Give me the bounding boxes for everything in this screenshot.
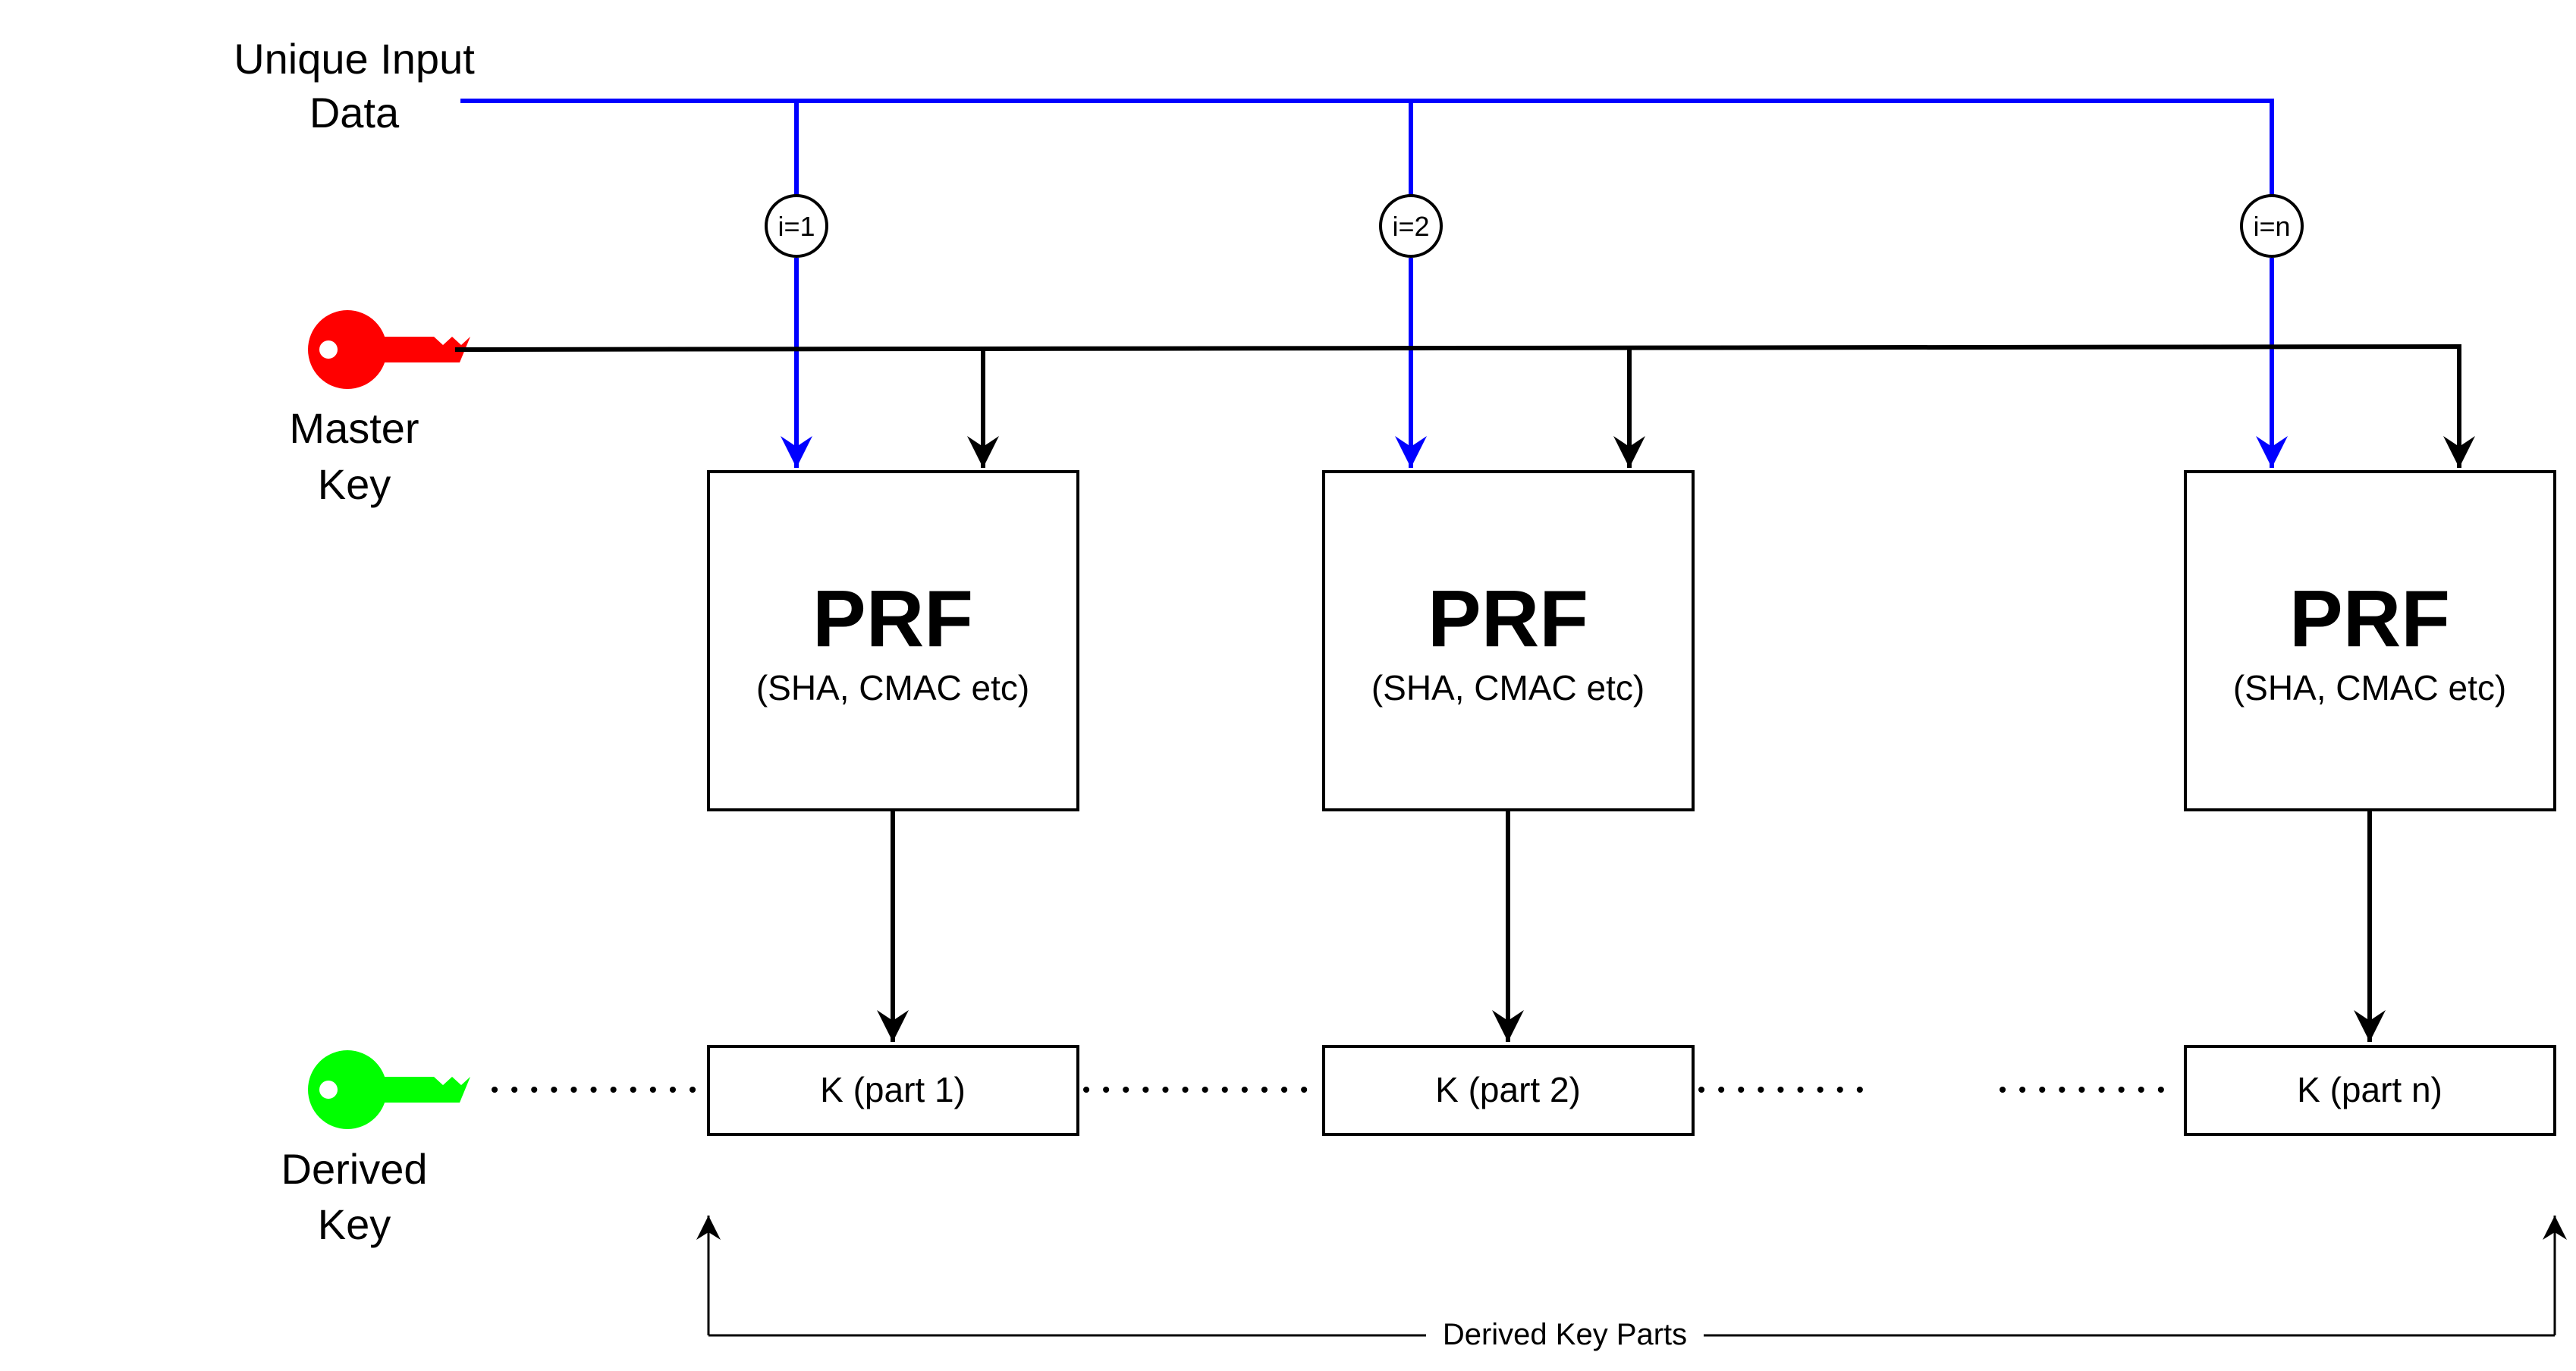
key-part-2: K (part 2): [1322, 1045, 1695, 1136]
svg-text:i=n: i=n: [2253, 211, 2290, 242]
svg-text:K (part 2): K (part 2): [1435, 1070, 1581, 1109]
unique-input-label: Data: [309, 89, 400, 136]
svg-text:PRF: PRF: [812, 574, 973, 664]
derived-key-label: Derived: [281, 1145, 428, 1193]
master-key-label: Key: [318, 460, 391, 508]
prf-block-2: PRF (SHA, CMAC etc): [1322, 470, 1695, 811]
unique-input-label: Unique Input: [234, 35, 475, 83]
counter-1: i=1: [765, 194, 828, 258]
key-part-n: K (part n): [2184, 1045, 2556, 1136]
prf-block-n: PRF (SHA, CMAC etc): [2184, 470, 2556, 811]
key-part-1: K (part 1): [707, 1045, 1079, 1136]
svg-text:(SHA, CMAC etc): (SHA, CMAC etc): [756, 668, 1029, 707]
svg-text:PRF: PRF: [2289, 574, 2450, 664]
counter-2: i=2: [1379, 194, 1443, 258]
svg-text:i=2: i=2: [1392, 211, 1429, 242]
derived-key-label: Key: [318, 1200, 391, 1248]
unique-input-line: [460, 99, 2274, 205]
svg-text:(SHA, CMAC etc): (SHA, CMAC etc): [1371, 668, 1645, 707]
key-icon: [308, 1050, 470, 1129]
svg-text:i=1: i=1: [778, 211, 815, 242]
svg-text:PRF: PRF: [1428, 574, 1588, 664]
key-icon: [308, 310, 470, 389]
master-key-line: [454, 344, 2475, 468]
svg-text:(SHA, CMAC etc): (SHA, CMAC etc): [2233, 668, 2506, 707]
svg-text:K (part 1): K (part 1): [820, 1070, 966, 1109]
svg-text:K (part n): K (part n): [2297, 1070, 2442, 1109]
derived-parts-label: Derived Key Parts: [1443, 1318, 1687, 1351]
master-key-label: Master: [289, 404, 419, 452]
counter-n: i=n: [2240, 194, 2304, 258]
prf-block-1: PRF (SHA, CMAC etc): [707, 470, 1079, 811]
